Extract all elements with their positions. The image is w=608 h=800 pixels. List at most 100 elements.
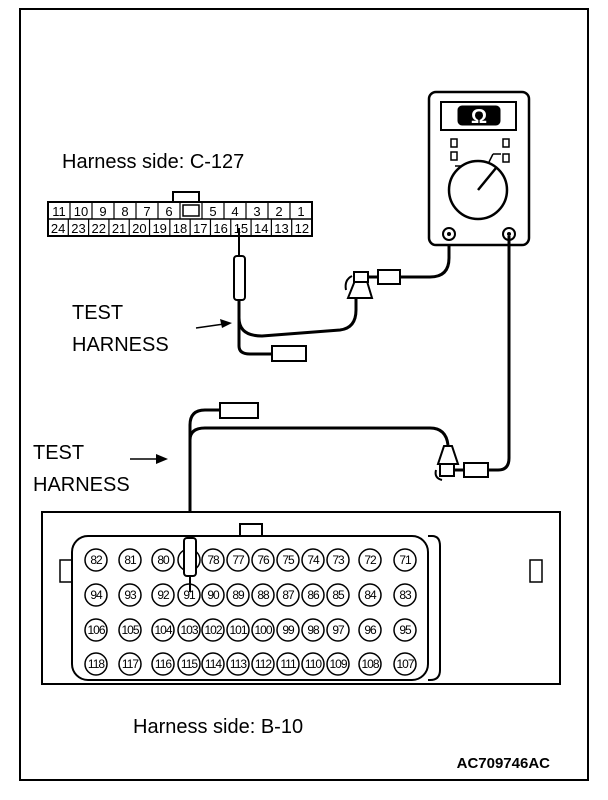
b10-pin-label: 117 — [122, 657, 139, 671]
connector-b10-pin-area — [71, 535, 429, 681]
b10-pin-label: 78 — [207, 553, 220, 567]
bottom-test-harness-label-1: TEST — [33, 442, 84, 464]
b10-pin — [201, 548, 225, 572]
b10-pin — [301, 652, 325, 676]
b10-pin-label: 101 — [229, 623, 247, 637]
b10-pin-label: 81 — [124, 553, 137, 567]
b10-pin-label: 115 — [181, 657, 198, 671]
b10-pin-label: 80 — [157, 553, 170, 567]
b10-pin — [393, 548, 417, 572]
b10-pin — [326, 652, 350, 676]
b10-pin — [393, 652, 417, 676]
b10-pin-label: 74 — [307, 553, 320, 567]
bottom-harness-arrow — [130, 454, 168, 464]
b10-pin-label: 76 — [257, 553, 270, 567]
c127-pin-label: 11 — [52, 204, 66, 219]
top-harness-plug — [271, 345, 307, 362]
b10-pin — [151, 548, 175, 572]
b10-pin — [251, 618, 275, 642]
connector-b10: 8281807978777675747372719493929190898887… — [41, 511, 561, 685]
bottom-harness-plug — [219, 402, 259, 419]
b10-pin-label: 73 — [332, 553, 345, 567]
b10-pin — [84, 618, 108, 642]
c127-pin-label: 24 — [51, 221, 65, 236]
b10-pin-label: 75 — [282, 553, 295, 567]
b10-pin — [226, 583, 250, 607]
bottom-test-harness — [188, 402, 450, 540]
diagram-frame — [19, 8, 589, 781]
b10-pin — [301, 548, 325, 572]
b10-pin — [326, 548, 350, 572]
b10-pin — [276, 548, 300, 572]
b10-pin-label: 89 — [232, 588, 245, 602]
c127-pin-label: 7 — [143, 204, 150, 219]
mode-indicator-1 — [450, 138, 458, 148]
b10-pin — [84, 583, 108, 607]
c127-pin-label: 10 — [74, 204, 88, 219]
c127-pin-label: 19 — [152, 221, 166, 236]
c127-pin-label: 15 — [234, 221, 248, 236]
b10-pin-label: 85 — [332, 588, 345, 602]
b10-pin — [358, 618, 382, 642]
bottom-probe — [183, 537, 197, 592]
b10-pin-label: 91 — [183, 588, 196, 602]
b10-pin — [84, 652, 108, 676]
b10-pin-label: 95 — [399, 623, 412, 637]
b10-pin — [326, 618, 350, 642]
b10-pin-label: 118 — [88, 657, 105, 671]
meter-lead-left — [344, 236, 451, 299]
b10-pin — [358, 652, 382, 676]
c127-pin-label: 21 — [112, 221, 126, 236]
b10-pin-label: 90 — [207, 588, 220, 602]
bottom-connector-title: Harness side: B-10 — [133, 716, 303, 738]
b10-pin — [177, 618, 201, 642]
b10-pin — [358, 583, 382, 607]
b10-pin — [393, 618, 417, 642]
b10-pin — [226, 548, 250, 572]
ohm-symbol: Ω — [471, 106, 487, 128]
b10-pin-label: 92 — [157, 588, 170, 602]
c127-pin-label: 14 — [254, 221, 268, 236]
b10-pin — [177, 652, 201, 676]
b10-pin-label: 82 — [90, 553, 103, 567]
top-probe — [233, 228, 246, 318]
b10-pin-label: 77 — [232, 553, 245, 567]
b10-pin-label: 111 — [280, 657, 297, 671]
top-connector-title: Harness side: C-127 — [62, 151, 244, 173]
top-harness-arrow — [195, 319, 232, 329]
c127-pin-label: 20 — [132, 221, 146, 236]
mode-indicator-3 — [502, 138, 510, 148]
b10-pin-label: 83 — [399, 588, 412, 602]
b10-pin — [276, 583, 300, 607]
b10-pin-label: 99 — [282, 623, 295, 637]
b10-pin-label: 94 — [90, 588, 103, 602]
b10-pin — [226, 618, 250, 642]
b10-pin-label: 104 — [154, 623, 172, 637]
c127-pin-label: 22 — [92, 221, 106, 236]
b10-pin — [151, 583, 175, 607]
b10-pin-label: 112 — [255, 657, 272, 671]
b10-pin — [276, 652, 300, 676]
b10-pin-label: 106 — [87, 623, 105, 637]
b10-pin-label: 109 — [329, 657, 347, 671]
b10-pin — [118, 618, 142, 642]
b10-pin-label: 97 — [332, 623, 345, 637]
top-test-harness — [237, 298, 358, 362]
b10-pin — [201, 583, 225, 607]
b10-pin — [251, 652, 275, 676]
c127-pin-label: 17 — [193, 221, 207, 236]
b10-pin — [393, 583, 417, 607]
figure-code: AC709746AC — [457, 755, 551, 772]
b10-pin — [118, 583, 142, 607]
c127-pin-label: 8 — [121, 204, 128, 219]
c127-pin-label: 18 — [173, 221, 187, 236]
c127-pin-label: 6 — [165, 204, 172, 219]
connector-c127-blank-cavity — [182, 204, 200, 217]
b10-pin — [84, 548, 108, 572]
c127-pin-label: 9 — [99, 204, 106, 219]
c127-pin-label: 5 — [209, 204, 216, 219]
c127-pin-label: 1 — [297, 204, 304, 219]
b10-pin-label: 103 — [180, 623, 198, 637]
